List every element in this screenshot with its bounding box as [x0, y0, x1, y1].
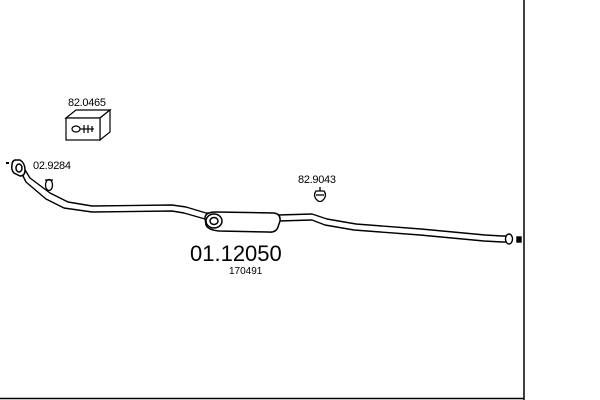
clamp-code: 02.9284 — [33, 160, 71, 172]
inlet-flange — [6, 159, 26, 177]
rubber-hanger-icon — [313, 187, 327, 203]
outlet-end — [504, 233, 522, 245]
main-part-code: 01.12050 — [190, 241, 282, 266]
mounting-kit-box-icon — [64, 108, 112, 142]
hanger-code: 82.9043 — [298, 174, 336, 186]
mounting-kit-code: 82.0465 — [68, 97, 106, 109]
clamp-ring-icon — [44, 178, 54, 192]
main-part-reference: 170491 — [229, 266, 263, 277]
middle-muffler — [204, 211, 281, 233]
